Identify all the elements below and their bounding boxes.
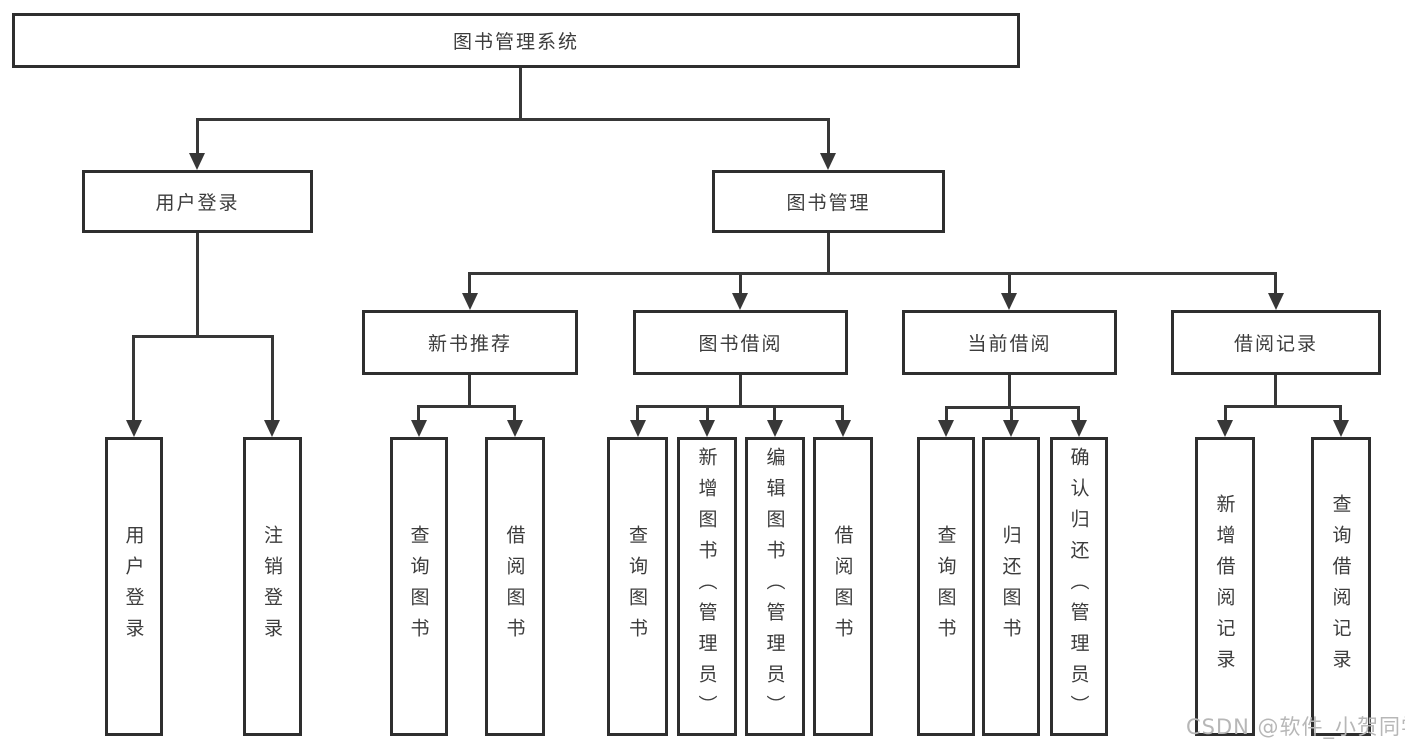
connector: [417, 405, 516, 408]
node-book-borrow: 图书借阅: [633, 310, 848, 375]
node-login: 用户登录: [105, 437, 163, 736]
connector: [468, 272, 471, 295]
node-borrow-books-recommend: 借阅图书: [485, 437, 545, 736]
arrow-down: [835, 420, 851, 437]
connector: [1077, 406, 1080, 422]
watermark: CSDN @软件_小贺同学: [1186, 715, 1405, 739]
connector: [827, 118, 830, 156]
connector: [417, 405, 420, 422]
connector: [468, 375, 471, 405]
node-query-books-current: 查询图书: [917, 437, 975, 736]
arrow-down: [189, 153, 205, 170]
connector: [1010, 406, 1013, 422]
arrow-down: [126, 420, 142, 437]
connector: [636, 405, 639, 422]
connector: [271, 335, 274, 422]
connector: [636, 405, 844, 408]
arrow-down: [1217, 420, 1233, 437]
connector: [945, 406, 948, 422]
arrow-down: [507, 420, 523, 437]
arrow-down: [1071, 420, 1087, 437]
connector: [1008, 375, 1011, 406]
connector: [468, 272, 1277, 275]
node-add-borrow-record: 新增借阅记录: [1195, 437, 1255, 736]
connector: [196, 233, 199, 335]
connector: [706, 405, 709, 422]
connector: [1224, 405, 1227, 422]
node-new-book-recommend: 新书推荐: [362, 310, 578, 375]
connector: [196, 118, 830, 121]
arrow-down: [1333, 420, 1349, 437]
connector: [1224, 405, 1341, 408]
arrow-down: [820, 153, 836, 170]
arrow-down: [462, 293, 478, 310]
arrow-down: [411, 420, 427, 437]
node-book-management: 图书管理: [712, 170, 945, 233]
arrow-down: [1268, 293, 1284, 310]
connector: [739, 375, 742, 405]
connector: [827, 233, 830, 272]
arrow-down: [938, 420, 954, 437]
arrow-down: [732, 293, 748, 310]
node-borrow-records: 借阅记录: [1171, 310, 1381, 375]
node-logout: 注销登录: [243, 437, 302, 736]
connector: [132, 335, 135, 422]
connector: [1274, 375, 1277, 405]
arrow-down: [264, 420, 280, 437]
connector: [1008, 272, 1011, 295]
connector: [132, 335, 274, 338]
connector: [739, 272, 742, 295]
connector: [513, 405, 516, 422]
node-edit-book-admin: 编辑图书（管理员）: [745, 437, 805, 736]
arrow-down: [630, 420, 646, 437]
connector: [1339, 405, 1342, 422]
node-borrow-books: 借阅图书: [813, 437, 873, 736]
node-add-book-admin: 新增图书（管理员）: [677, 437, 737, 736]
node-user-login: 用户登录: [82, 170, 313, 233]
node-root: 图书管理系统: [12, 13, 1020, 68]
node-query-borrow-record: 查询借阅记录: [1311, 437, 1371, 736]
node-confirm-return-admin: 确认归还（管理员）: [1050, 437, 1108, 736]
connector: [841, 405, 844, 422]
node-query-books-recommend: 查询图书: [390, 437, 448, 736]
connector: [1274, 272, 1277, 295]
connector: [196, 118, 199, 156]
node-query-books-borrow: 查询图书: [607, 437, 668, 736]
node-return-books: 归还图书: [982, 437, 1040, 736]
arrow-down: [1003, 420, 1019, 437]
arrow-down: [699, 420, 715, 437]
connector: [519, 68, 522, 118]
connector: [773, 405, 776, 422]
arrow-down: [767, 420, 783, 437]
arrow-down: [1001, 293, 1017, 310]
node-current-borrow: 当前借阅: [902, 310, 1117, 375]
